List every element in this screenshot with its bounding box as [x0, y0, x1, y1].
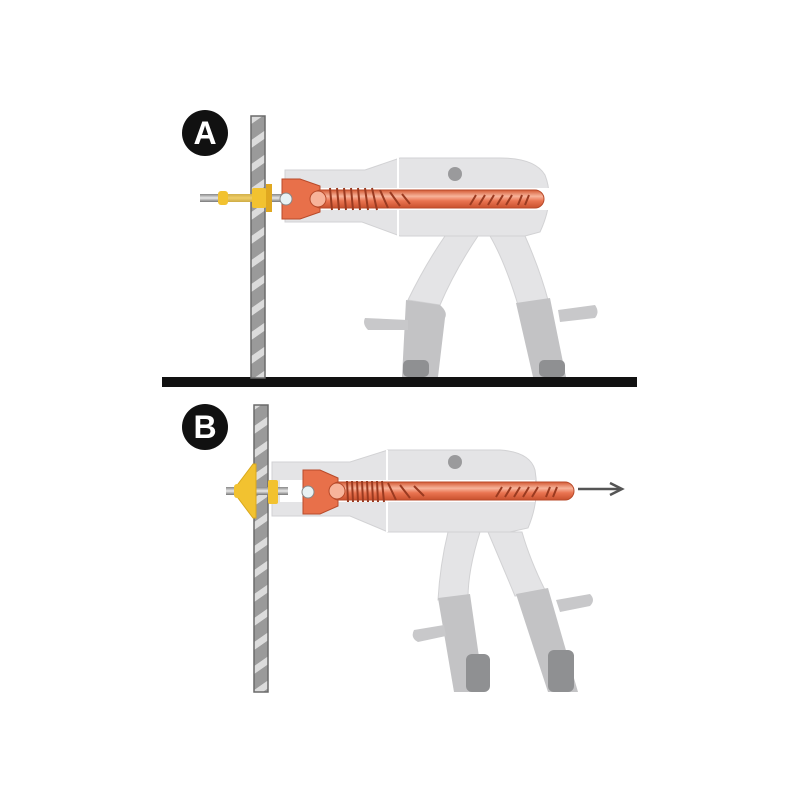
pull-rod-b: [301, 469, 575, 515]
step-a-label: A: [193, 115, 217, 151]
step-b-label: B: [193, 409, 217, 445]
step-b-badge: B: [182, 404, 228, 450]
step-separator: [162, 377, 637, 387]
pull-rod-a: [279, 178, 545, 220]
step-a-badge: A: [182, 110, 228, 156]
anchor-b-expanded: [234, 463, 278, 519]
anchor-a: [218, 184, 272, 212]
pull-direction-arrow-icon: [578, 481, 625, 497]
screw-b: [226, 487, 288, 495]
wall-b: [253, 404, 269, 693]
step-b-illustration: [226, 404, 625, 693]
step-a-illustration: [200, 115, 598, 379]
wall-a: [250, 115, 266, 379]
